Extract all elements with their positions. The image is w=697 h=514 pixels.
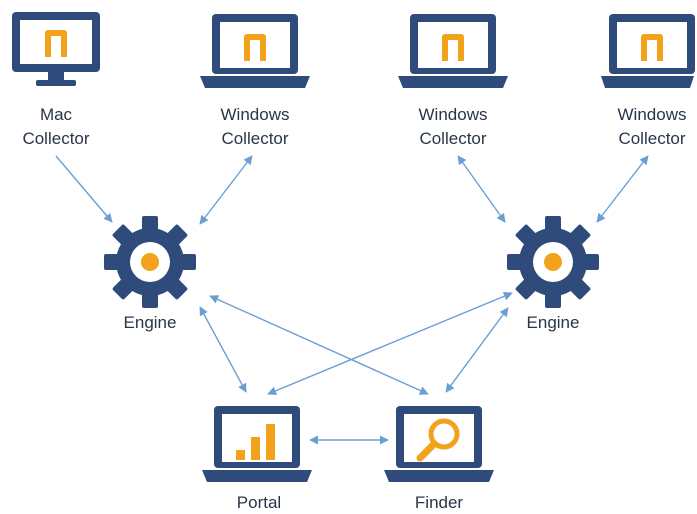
- windows-collector-3-label-line2: Collector: [618, 129, 685, 148]
- laptop-icon: [384, 406, 494, 482]
- mac-collector-label-line2: Collector: [22, 129, 89, 148]
- windows-collector-node-2: Windows Collector: [398, 14, 508, 148]
- arrow-engine-left-finder: [209, 295, 429, 395]
- magnifier-icon: [416, 418, 460, 462]
- finder-node: Finder: [384, 406, 494, 512]
- windows-collector-node-3: Windows Collector: [601, 14, 695, 148]
- connections: [55, 155, 649, 445]
- arrow-windows3-engine-right: [596, 155, 649, 223]
- arrow-engine-left-portal: [199, 306, 247, 393]
- bar-chart-icon: [236, 424, 275, 460]
- arrow-windows1-engine-left: [199, 155, 253, 225]
- engine-right-node: Engine: [507, 216, 599, 332]
- arrow-engine-right-finder: [445, 307, 509, 393]
- portal-node: Portal: [202, 406, 312, 512]
- finder-label: Finder: [415, 493, 464, 512]
- laptop-icon: [200, 14, 310, 88]
- windows-collector-1-label-line2: Collector: [221, 129, 288, 148]
- engine-right-label: Engine: [527, 313, 580, 332]
- portal-label: Portal: [237, 493, 281, 512]
- arrow-windows2-engine-right: [457, 155, 506, 223]
- arrow-mac-to-engine-left: [55, 155, 113, 223]
- gear-icon: [104, 216, 196, 308]
- windows-collector-2-label-line1: Windows: [419, 105, 488, 124]
- engine-left-label: Engine: [124, 313, 177, 332]
- windows-collector-3-label-line1: Windows: [618, 105, 687, 124]
- monitor-icon: [12, 12, 100, 86]
- windows-collector-1-label-line1: Windows: [221, 105, 290, 124]
- mac-collector-node: Mac Collector: [12, 12, 100, 148]
- laptop-icon: [601, 14, 695, 88]
- arrow-engine-right-portal: [267, 291, 513, 396]
- windows-collector-node-1: Windows Collector: [200, 14, 310, 148]
- laptop-icon: [202, 406, 312, 482]
- laptop-icon: [398, 14, 508, 88]
- windows-collector-2-label-line2: Collector: [419, 129, 486, 148]
- mac-collector-label-line1: Mac: [40, 105, 73, 124]
- engine-left-node: Engine: [104, 216, 196, 332]
- gear-icon: [507, 216, 599, 308]
